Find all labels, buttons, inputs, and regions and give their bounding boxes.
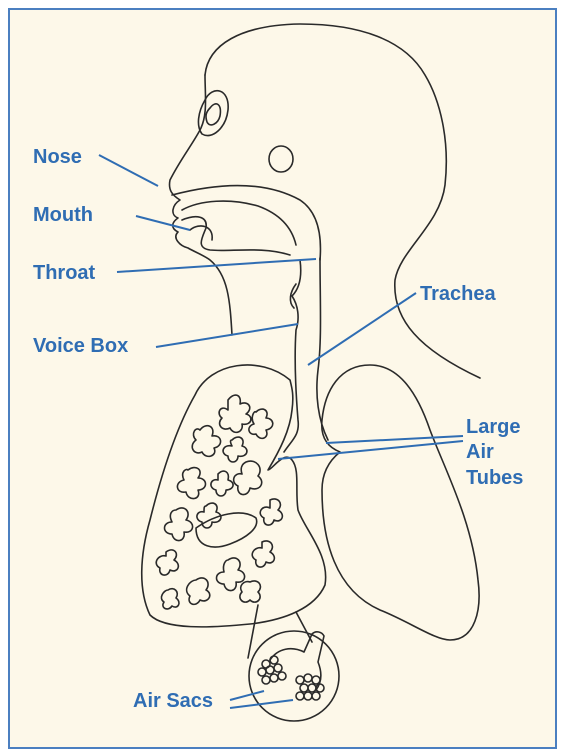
face-profile	[169, 75, 232, 335]
leader-lines	[99, 155, 463, 708]
large-air-tubes-leader-1	[326, 436, 463, 443]
large-air-tubes-leader-2	[278, 441, 463, 459]
alveoli-cluster	[258, 632, 324, 700]
oral-cavity-upper	[182, 201, 296, 245]
head-outline	[205, 24, 480, 378]
label-throat: Throat	[33, 262, 96, 284]
right-lung	[322, 365, 479, 640]
tongue	[182, 217, 290, 255]
palate	[190, 226, 212, 240]
voice-box-leader	[156, 324, 298, 347]
nasal-passage	[172, 185, 320, 260]
ear-inner	[206, 104, 220, 125]
sinus	[269, 146, 293, 172]
label-trachea: Trachea	[420, 283, 496, 305]
label-large-air-tubes-line1: Large	[466, 416, 520, 438]
label-mouth: Mouth	[33, 204, 93, 226]
throat-leader	[117, 259, 316, 272]
label-large-air-tubes-line2: Air	[466, 441, 494, 463]
left-lung	[142, 365, 326, 627]
label-voice-box: Voice Box	[33, 335, 128, 357]
label-air-sacs: Air Sacs	[133, 690, 213, 712]
trachea-leader	[308, 293, 416, 365]
label-large-air-tubes-line3: Tubes	[466, 467, 523, 489]
air-sacs-leader-1	[230, 691, 264, 700]
nose-leader	[99, 155, 158, 186]
mouth-leader	[136, 216, 190, 230]
ear	[198, 91, 228, 136]
epiglottis	[290, 284, 296, 308]
label-nose: Nose	[33, 146, 82, 168]
bronchial-tree	[156, 395, 282, 609]
